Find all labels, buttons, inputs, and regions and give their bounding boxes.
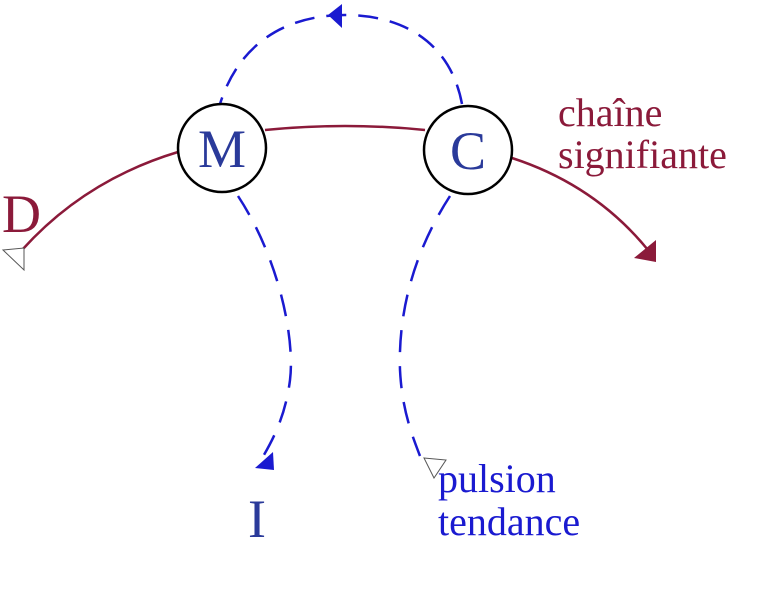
- signifying-chain-curve: [21, 124, 649, 251]
- pulsion-hollow-arrowhead: [423, 457, 447, 479]
- label-i: I: [248, 489, 266, 549]
- node-c-circle: [422, 104, 514, 196]
- label-pulsion: pulsion: [438, 456, 556, 501]
- node-c-label: C: [450, 121, 486, 181]
- label-signifiante: signifiante: [558, 132, 727, 177]
- label-chaine: chaîne: [558, 90, 662, 135]
- drive-path-c-to-pulsion: [398, 195, 452, 457]
- upper-arc-arrowhead: [328, 4, 342, 28]
- upper-return-arc: [218, 13, 464, 105]
- chain-end-arrowhead: [634, 240, 656, 262]
- node-m: M: [176, 102, 268, 194]
- chain-start-hollow-arrowhead: [1, 247, 25, 272]
- label-d: D: [2, 184, 41, 244]
- node-m-circle: [176, 102, 268, 194]
- label-tendance: tendance: [438, 499, 580, 544]
- drive-path-m-to-i: [236, 195, 293, 466]
- node-m-label: M: [198, 119, 246, 179]
- drive-arrowhead-to-i: [255, 452, 274, 470]
- node-c: C: [422, 104, 514, 196]
